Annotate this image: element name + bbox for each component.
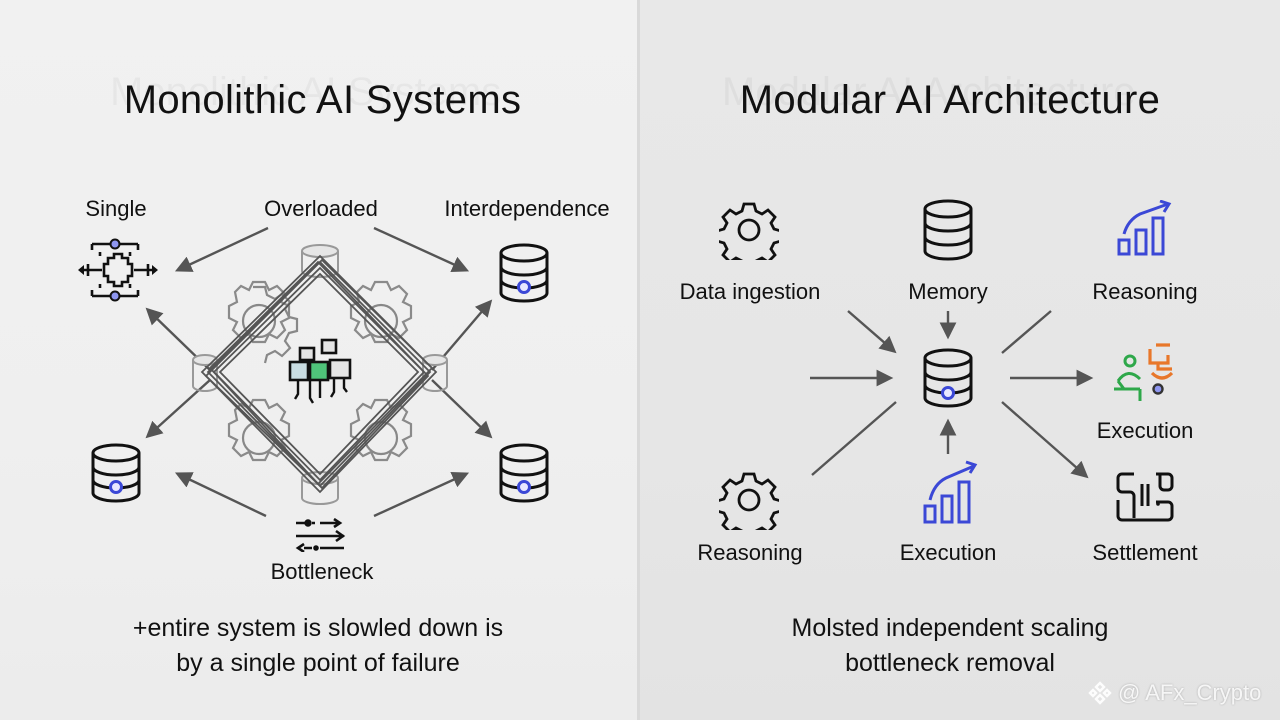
label-bottleneck: Bottleneck	[270, 559, 374, 584]
database-icon	[923, 199, 973, 261]
left-title: Monolithic AI Systems	[123, 78, 522, 122]
right-caption-line1: Molsted independent scaling	[791, 614, 1109, 642]
module-label-memory: Memory	[908, 279, 988, 304]
arrow-to-interdependence	[373, 226, 470, 273]
database-icon	[91, 443, 141, 503]
people-network-icon	[1114, 343, 1174, 401]
arrow-lower-right	[431, 379, 493, 439]
label-interdependence: Interdependence	[444, 196, 610, 221]
right-caption: Molsted independent scaling bottleneck r…	[792, 611, 1109, 681]
left-caption-line2: by a single point of failure	[176, 649, 460, 677]
module-label-reasoning-top: Reasoning	[1092, 279, 1198, 304]
watermark: @ AFx_Crypto	[1088, 680, 1261, 706]
ghost-title-left: Monolithic AI Systems	[110, 70, 501, 115]
line-hub-to-reasoning	[1001, 310, 1052, 354]
label-single: Single	[85, 196, 147, 221]
database-icon	[499, 443, 549, 503]
growth-chart-icon	[923, 460, 978, 524]
gear-icon	[719, 202, 779, 260]
module-label-execution-right: Execution	[1096, 418, 1194, 443]
left-caption: +entire system is slowled down is by a s…	[133, 611, 503, 681]
gear-icon	[719, 472, 779, 530]
growth-chart-icon	[1117, 200, 1172, 256]
maze-circuit-icon	[1116, 472, 1174, 522]
panel-divider	[637, 0, 640, 720]
label-overloaded: Overloaded	[264, 196, 378, 221]
bottleneck-arrows-icon	[295, 518, 346, 552]
arrow-hub-to-settlement	[1001, 401, 1089, 479]
watermark-text: @ AFx_Crypto	[1118, 680, 1262, 705]
tangled-core-icon	[288, 338, 352, 404]
circuit-chip-icon	[78, 238, 158, 302]
modular-panel	[640, 0, 1280, 720]
tangled-diamond	[200, 254, 438, 494]
left-caption-line1: +entire system is slowled down is	[132, 614, 504, 642]
module-label-reasoning-bottom: Reasoning	[697, 540, 803, 565]
arrow-bottleneck-right	[373, 471, 470, 518]
module-label-data-ingestion: Data ingestion	[679, 279, 821, 304]
arrow-lower-left	[145, 379, 211, 439]
right-title: Modular AI Architecture	[739, 78, 1161, 122]
hub-database-icon	[923, 348, 973, 408]
module-label-execution-bottom: Execution	[899, 540, 997, 565]
arrow-bottleneck-left	[174, 472, 267, 518]
database-icon	[499, 243, 549, 303]
arrow-data-ingestion-to-hub	[847, 310, 897, 354]
binance-logo-icon	[1088, 681, 1112, 705]
right-caption-line2: bottleneck removal	[845, 649, 1055, 677]
ghost-title-right: Modular AI Architecture	[722, 70, 1136, 115]
arrow-to-single	[174, 226, 269, 272]
monolithic-panel	[0, 0, 637, 720]
module-label-settlement: Settlement	[1092, 540, 1198, 565]
line-reasoning-to-hub	[811, 401, 897, 476]
right-arrows	[810, 310, 1094, 479]
